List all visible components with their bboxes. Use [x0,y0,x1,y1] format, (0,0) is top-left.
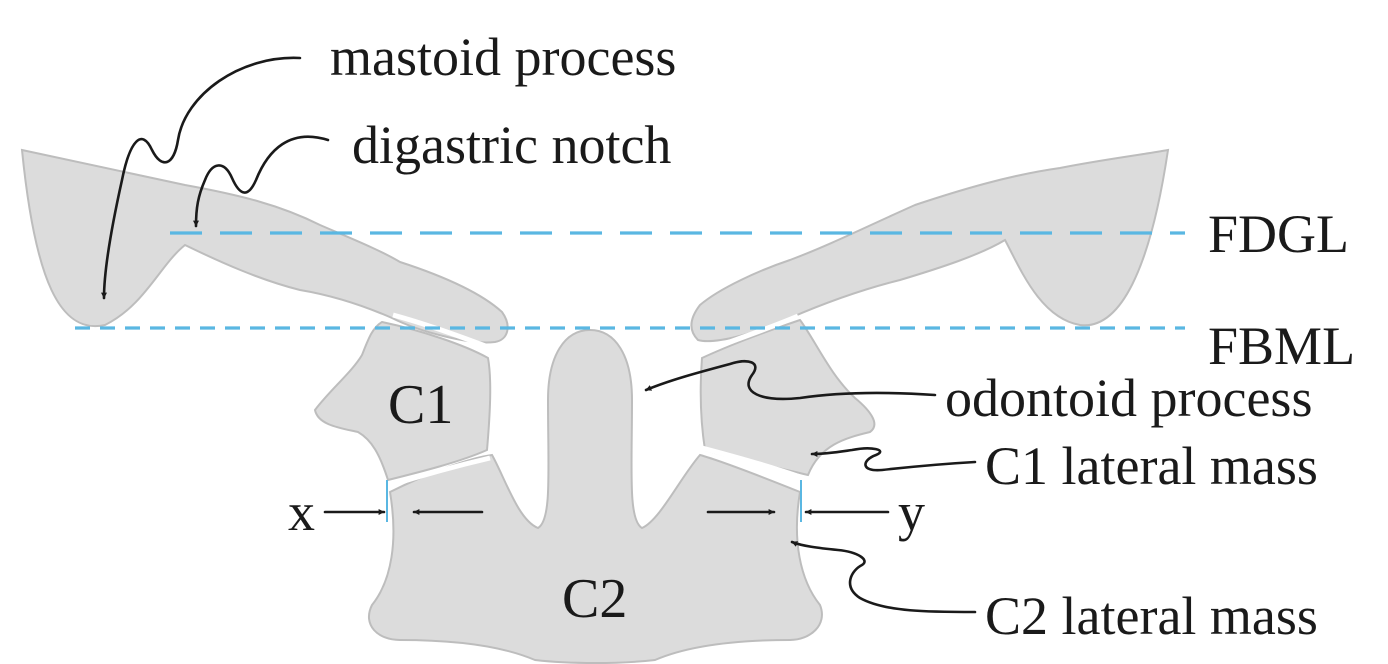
left-atlanto-axial-joint [387,455,491,489]
odontoid-process-leader [644,360,937,401]
fbml-label: FBML [1208,316,1355,376]
c2-label: C2 [562,568,627,630]
mastoid-process-label: mastoid process [330,27,676,87]
c2-lateral-mass-label: C2 lateral mass [985,586,1318,646]
y-label: y [898,482,925,542]
left-skull-base [20,148,509,344]
digastric-notch-leader [193,135,330,228]
c2-lateral-mass-leader [790,540,977,614]
c1-lateral-mass-label: C1 lateral mass [985,436,1318,496]
digastric-notch-label: digastric notch [352,115,671,175]
mastoid-process-leader [101,56,302,300]
left-c1-lateral-mass [313,320,492,482]
right-atlanto-occipital-joint [701,313,799,355]
c2-vertebra [367,328,823,664]
c1-label: C1 [388,374,453,436]
x-label: x [288,482,315,542]
right-atlanto-axial-joint [701,445,804,481]
right-skull-base [690,148,1170,342]
c1-lateral-mass-leader [810,447,977,472]
odontoid-process-label: odontoid process [945,368,1312,428]
left-atlanto-occipital-joint [392,312,497,353]
fdgl-label: FDGL [1208,204,1349,264]
